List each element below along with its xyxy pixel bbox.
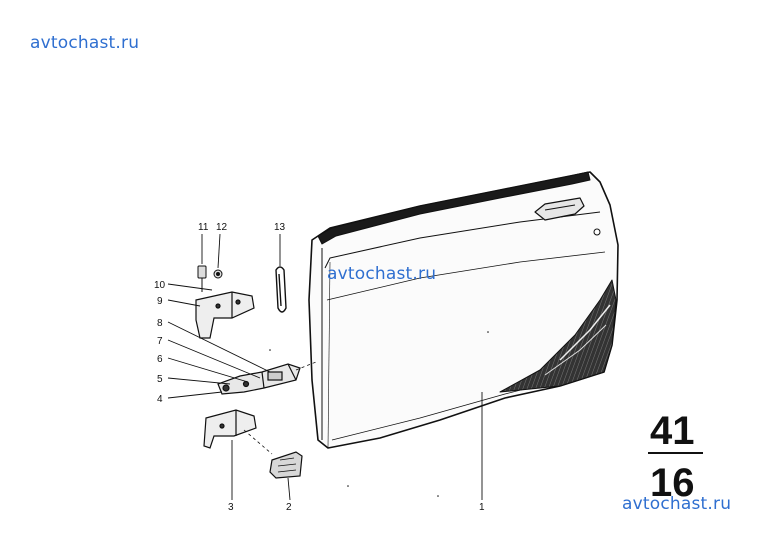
- callout-4: 4: [157, 394, 163, 405]
- scan-dots: [269, 331, 489, 497]
- callout-9: 9: [157, 296, 163, 307]
- bolt-and-nut: [197, 265, 223, 292]
- alignment-lines: [243, 361, 317, 455]
- seal-strip: [275, 266, 287, 313]
- callout-7: 7: [157, 336, 163, 347]
- door-shell: [308, 171, 619, 449]
- callout-6: 6: [157, 354, 163, 365]
- callout-1: 1: [479, 502, 485, 513]
- lower-hinge: [203, 409, 257, 449]
- leader-lines: [167, 233, 483, 501]
- watermark-middle: avtochast.ru: [327, 264, 437, 284]
- group-sub-number: 16: [650, 461, 695, 505]
- hinge-plate: [269, 451, 303, 479]
- callout-8: 8: [157, 318, 163, 329]
- upper-hinge: [195, 291, 255, 339]
- callout-3: 3: [228, 502, 234, 513]
- door-check-arm: [217, 363, 301, 395]
- watermark-bottom: avtochast.ru: [622, 494, 732, 514]
- callout-12: 12: [216, 222, 228, 233]
- group-number: 41 16: [648, 409, 703, 505]
- callout-10: 10: [154, 280, 166, 291]
- callout-5: 5: [157, 374, 163, 385]
- watermark-top: avtochast.ru: [30, 33, 140, 53]
- group-main-number: 41: [650, 409, 695, 453]
- callout-2: 2: [286, 502, 292, 513]
- callout-numbers: 11 12 13 10 9 8 7 6 5 4 3 2 1: [154, 222, 485, 513]
- callout-11: 11: [198, 222, 209, 233]
- callout-13: 13: [274, 222, 286, 233]
